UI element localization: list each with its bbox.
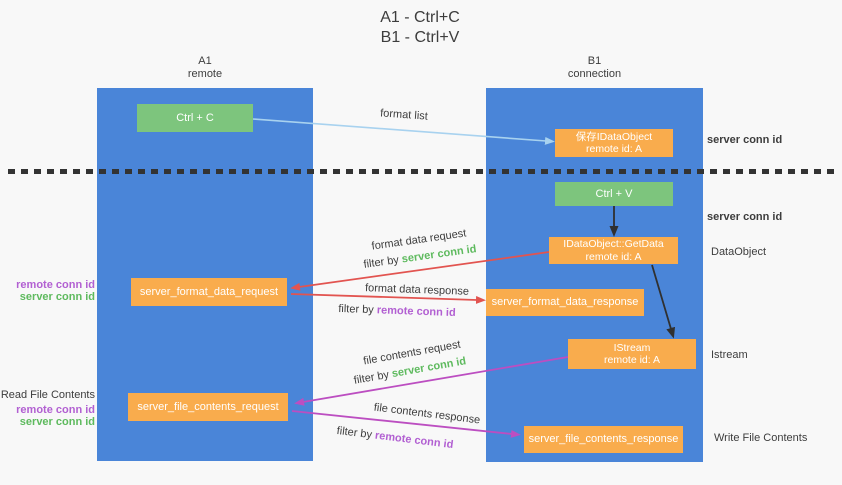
node-ctrl-c: Ctrl + C [137, 104, 253, 132]
node-ctrl-c-label: Ctrl + C [176, 111, 214, 124]
label-istream: Istream [711, 349, 748, 361]
label-left-server-conn-id-bottom: server conn id [19, 416, 95, 428]
column-a1-subtitle: remote [187, 68, 223, 80]
filter-by-text: filter by [352, 368, 390, 387]
label-dataobject: DataObject [711, 246, 767, 258]
node-ctrl-v: Ctrl + V [555, 182, 673, 206]
node-server-file-contents-request: server_file_contents_request [128, 393, 288, 421]
label-read-file-contents: Read File Contents [0, 389, 95, 401]
label-left-remote-conn-id-top: remote conn id [16, 279, 95, 291]
node-save-idataobject-line1: 保存IDataObject [575, 130, 653, 143]
diagram-title: A1 - Ctrl+C B1 - Ctrl+V [310, 8, 530, 48]
label-filter-by-remote-conn-id-2: filter by remote conn id [336, 425, 454, 451]
label-left-server-conn-id-top: server conn id [19, 291, 95, 303]
node-server-format-data-request: server_format_data_request [131, 278, 287, 306]
label-left-conn-ids-bottom: remote conn id server conn id [0, 404, 95, 428]
node-server-file-contents-response: server_file_contents_response [524, 426, 683, 453]
label-left-conn-ids-top: remote conn id server conn id [0, 279, 95, 303]
label-right-server-conn-id-mid: server conn id [707, 211, 783, 223]
node-idataobject-getdata-line2: remote id: A [585, 250, 642, 263]
node-idataobject-getdata-line1: IDataObject::GetData [563, 238, 664, 250]
node-istream: IStream remote id: A [568, 339, 696, 369]
node-istream-line1: IStream [613, 341, 651, 354]
filter-by-text: filter by [336, 424, 373, 442]
node-idataobject-getdata: IDataObject::GetData remote id: A [549, 237, 678, 264]
filter-by-text: filter by [362, 254, 400, 271]
node-server-file-contents-request-label: server_file_contents_request [137, 400, 279, 413]
column-b1-header: B1 connection [486, 55, 703, 81]
label-format-data-response: format data response [364, 282, 470, 298]
label-left-remote-conn-id-bottom: remote conn id [16, 404, 95, 416]
column-a1-name: A1 [198, 55, 212, 67]
column-a1-header: A1 remote [97, 55, 313, 81]
label-file-contents-response: file contents response [373, 401, 481, 427]
remote-conn-id-text: remote conn id [374, 429, 454, 452]
column-b1-name: B1 [587, 55, 602, 67]
node-server-format-data-request-label: server_format_data_request [139, 285, 279, 298]
node-istream-line2: remote id: A [603, 354, 661, 366]
label-write-file-contents: Write File Contents [714, 432, 808, 444]
column-b1-subtitle: connection [567, 68, 622, 80]
dashed-divider-line [8, 169, 834, 174]
title-line-2: B1 - Ctrl+V [380, 29, 460, 46]
filter-by-text: filter by [338, 302, 375, 317]
label-filter-by-remote-conn-id-1: filter by remote conn id [338, 303, 456, 319]
node-server-file-contents-response-label: server_file_contents_response [528, 433, 679, 445]
label-right-server-conn-id-top: server conn id [707, 134, 783, 146]
label-format-list: format list [379, 107, 429, 123]
node-save-idataobject: 保存IDataObject remote id: A [555, 129, 673, 157]
node-ctrl-v-label: Ctrl + V [595, 187, 633, 200]
node-server-format-data-response-label: server_format_data_response [491, 296, 639, 308]
node-save-idataobject-line2: remote id: A [585, 143, 643, 155]
title-line-1: A1 - Ctrl+C [380, 9, 460, 26]
node-server-format-data-response: server_format_data_response [486, 289, 644, 316]
remote-conn-id-text: remote conn id [376, 304, 456, 320]
